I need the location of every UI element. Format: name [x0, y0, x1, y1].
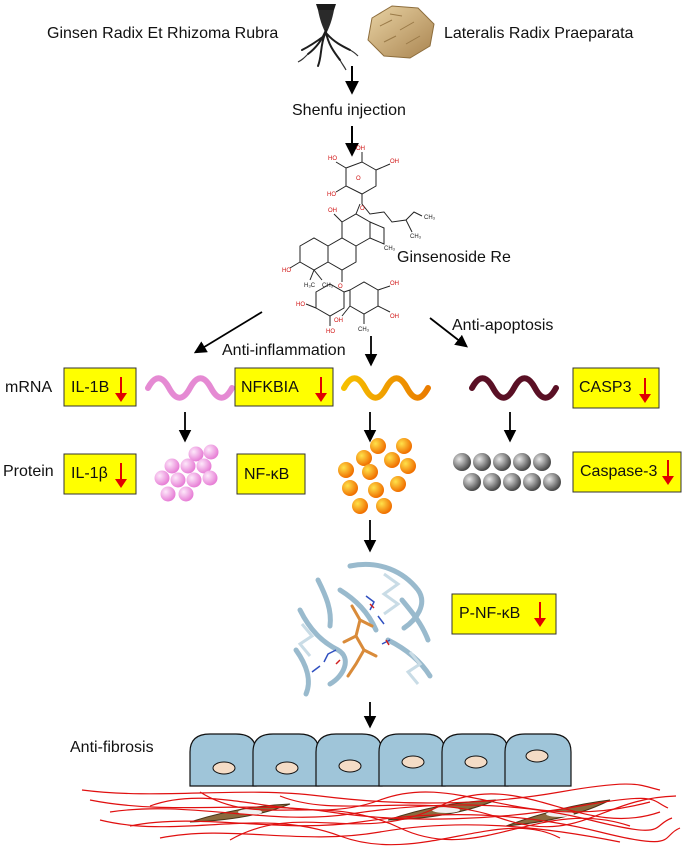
- down-arrow-icon: [115, 377, 127, 402]
- protein-row-label: Protein: [3, 463, 54, 480]
- svg-text:OH: OH: [390, 159, 399, 165]
- nfkb-protein-cluster-icon: [338, 438, 416, 514]
- injection-label: Shenfu injection: [292, 102, 406, 119]
- collagen-fibers: [81, 783, 681, 846]
- nfkb-box: NF-κB: [236, 453, 306, 495]
- svg-text:HO: HO: [282, 268, 291, 274]
- casp3-text: CASP3: [579, 379, 632, 396]
- caspase3-box: Caspase-3: [572, 451, 682, 493]
- arrow-to-il1b: [193, 311, 263, 354]
- svg-text:HO: HO: [326, 329, 335, 335]
- svg-text:O: O: [356, 176, 361, 182]
- il1b-mrna-strand-icon: [145, 375, 235, 401]
- casp3-box: CASP3: [572, 367, 660, 409]
- svg-text:CH₃: CH₃: [384, 246, 396, 252]
- mrna-row-label: mRNA: [5, 379, 52, 396]
- svg-text:H₃C: H₃C: [304, 283, 316, 289]
- p-nfkb-box: P-NF-κB: [451, 593, 557, 635]
- down-arrow-icon: [639, 378, 651, 403]
- svg-text:CH₃: CH₃: [358, 327, 370, 333]
- herb-right-label: Lateralis Radix Praeparata: [444, 25, 634, 42]
- svg-text:OH: OH: [334, 318, 343, 324]
- lateralis-slice-icon: [367, 5, 435, 59]
- nfkbia-text: NFKBIA: [241, 379, 299, 396]
- down-arrow-icon: [115, 463, 127, 488]
- caspase3-text: Caspase-3: [580, 463, 657, 480]
- svg-text:CH₃: CH₃: [322, 283, 334, 289]
- anti-apoptosis-label: Anti-apoptosis: [452, 317, 553, 334]
- ginsenoside-structure: [289, 152, 423, 326]
- svg-text:O: O: [360, 206, 365, 212]
- nfkb-text: NF-κB: [244, 466, 289, 483]
- anti-fibrosis-label: Anti-fibrosis: [70, 739, 154, 756]
- il1b-protein-cluster-icon: [154, 444, 219, 502]
- down-arrow-icon: [315, 377, 327, 402]
- p-nfkb-text: P-NF-κB: [459, 605, 520, 622]
- svg-text:HO: HO: [296, 302, 305, 308]
- nfkbia-mrna-strand-icon: [341, 375, 431, 401]
- il1b-mrna-text: IL-1B: [71, 379, 109, 396]
- il1b-mrna-box: IL-1B: [63, 367, 137, 407]
- casp3-mrna-strand-icon: [469, 375, 559, 401]
- il1b-protein-text: IL-1β: [71, 465, 108, 482]
- il1b-protein-box: IL-1β: [63, 453, 137, 495]
- epithelial-cell-layer: [189, 733, 572, 787]
- ginseng-root-icon: [297, 4, 359, 71]
- compound-label: Ginsenoside Re: [397, 249, 511, 266]
- nfkbia-box: NFKBIA: [234, 367, 334, 407]
- down-arrow-icon: [662, 460, 674, 485]
- caspase3-protein-cluster-icon: [453, 453, 561, 491]
- svg-text:CH₃: CH₃: [424, 215, 436, 221]
- svg-text:OH: OH: [390, 314, 399, 320]
- svg-text:CH₃: CH₃: [410, 234, 422, 240]
- arrow-to-casp3: [429, 317, 468, 348]
- anti-inflammation-label: Anti-inflammation: [222, 342, 346, 359]
- svg-text:OH: OH: [328, 208, 337, 214]
- down-arrow-icon: [534, 602, 546, 627]
- svg-text:OH: OH: [390, 281, 399, 287]
- ginsenoside-atom-labels: HO OH OH HO O O CH₃ CH₃ OH CH₃ HO H₃C CH…: [282, 146, 436, 335]
- herb-left-label: Ginsen Radix Et Rhizoma Rubra: [47, 25, 278, 42]
- svg-text:HO: HO: [327, 192, 336, 198]
- protein-docking-structure: [288, 560, 434, 698]
- svg-text:O: O: [338, 284, 343, 290]
- svg-text:HO: HO: [328, 156, 337, 162]
- svg-text:OH: OH: [356, 146, 365, 152]
